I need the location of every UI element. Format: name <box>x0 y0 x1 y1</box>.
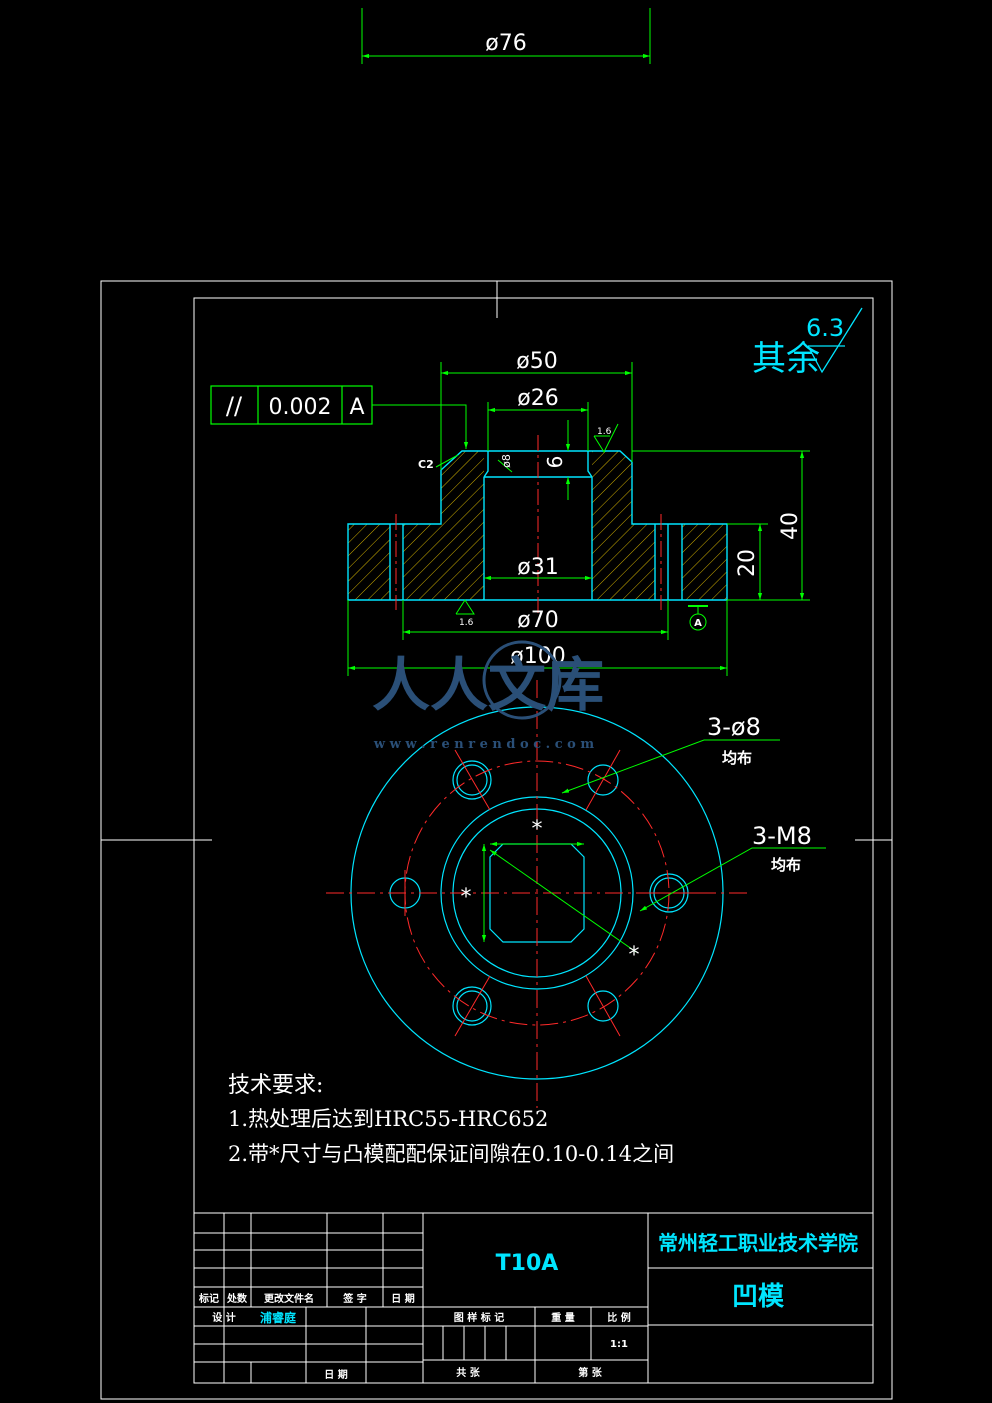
roughness-general-label: 其余 <box>752 339 820 379</box>
school-name: 常州轻工职业技术学院 <box>658 1231 858 1255</box>
tb-sheet-number: 第 张 <box>578 1366 602 1379</box>
tolerance-value: 0.002 <box>269 395 332 420</box>
dim-6-label: 6 <box>543 456 567 469</box>
section-view <box>347 435 728 615</box>
dim-76-label: ø76 <box>485 31 526 56</box>
dim-31-label: ø31 <box>517 555 558 580</box>
datum-a-label: A <box>694 618 702 629</box>
mark-top: * <box>532 817 543 842</box>
dim-26-label: ø26 <box>517 386 558 411</box>
tb-header-3: 更改文件名 <box>264 1292 314 1305</box>
tb-header-5: 日 期 <box>391 1292 414 1305</box>
chamfer-label: C2 <box>418 458 434 471</box>
tb-scale-value: 1:1 <box>610 1339 628 1350</box>
tb-header-1: 标记 <box>198 1292 219 1305</box>
tb-col-drawing-mark: 图 样 标 记 <box>454 1311 504 1324</box>
notes-title: 技术要求: <box>228 1073 323 1098</box>
material-label: T10A <box>496 1251 559 1276</box>
roughness-bottom-label: 1.6 <box>459 618 474 628</box>
roughness-top-label: 1.6 <box>597 427 612 437</box>
tb-date-label: 日 期 <box>324 1368 347 1381</box>
dim-50-label: ø50 <box>516 349 557 374</box>
roughness-general-symbol <box>807 307 863 374</box>
dim-40-label: 40 <box>778 512 803 540</box>
dim-70-label: ø70 <box>517 608 558 633</box>
tb-header-4: 签 字 <box>342 1292 366 1305</box>
notes-line-1: 1.热处理后达到HRC55-HRC652 <box>228 1107 548 1131</box>
tb-col-scale: 比 例 <box>607 1311 630 1324</box>
tolerance-frame <box>210 385 373 425</box>
dim-8-label: ø8 <box>500 454 513 468</box>
plan-view: * * * <box>326 680 826 1108</box>
outer-frame <box>100 280 893 1400</box>
hole-through-label: 3-ø8 <box>707 713 761 741</box>
title-block <box>194 1212 873 1383</box>
watermark: 人人文库 w w w . r e n r e n d o c . c o m <box>372 640 604 752</box>
dim-20-label: 20 <box>735 549 760 577</box>
mark-left: * <box>461 885 472 910</box>
mark-diagonal: * <box>629 943 640 968</box>
dim-76 <box>361 8 651 64</box>
part-name: 凹模 <box>732 1282 785 1312</box>
section-dimensions <box>347 362 810 676</box>
tb-total-sheets: 共 张 <box>456 1366 480 1379</box>
tb-design-label: 设 计 <box>212 1311 235 1324</box>
hole-through-note: 均布 <box>722 749 752 767</box>
tb-header-2: 处数 <box>226 1292 248 1305</box>
watermark-logo: 人人文库 <box>372 651 604 719</box>
tb-col-weight: 重 量 <box>551 1311 574 1324</box>
hole-thread-note: 均布 <box>771 856 801 874</box>
roughness-general-value: 6.3 <box>806 314 844 342</box>
notes-line-2: 2.带*尺寸与凸模配配保证间隙在0.10-0.14之间 <box>228 1142 674 1166</box>
hole-thread-label: 3-M8 <box>752 822 812 850</box>
tolerance-symbol: // <box>226 392 243 420</box>
tb-designer: 浦睿庭 <box>260 1310 296 1325</box>
tolerance-datum: A <box>349 395 364 420</box>
watermark-url: w w w . r e n r e n d o c . c o m <box>373 737 594 752</box>
